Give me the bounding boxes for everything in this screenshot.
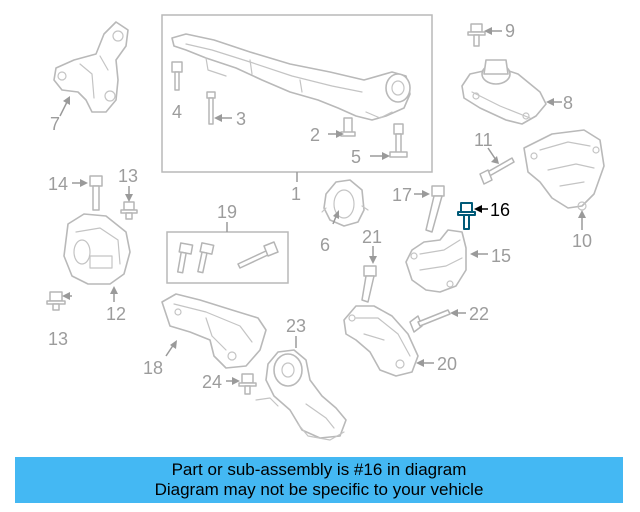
part-21-bolt — [361, 265, 377, 303]
part-23-mount — [255, 349, 347, 441]
part-14-bolt — [89, 175, 103, 211]
callout-18: 18 — [143, 358, 163, 378]
banner-line-2: Diagram may not be specific to your vehi… — [154, 480, 484, 499]
callout-16: 16 — [490, 200, 510, 220]
callout-17: 17 — [392, 185, 412, 205]
callout-11: 11 — [474, 130, 493, 150]
callout-2: 2 — [310, 125, 320, 145]
part-12-mount — [63, 213, 131, 285]
callout-13-lower: 13 — [48, 329, 68, 349]
callout-15: 15 — [491, 246, 511, 266]
callout-1: 1 — [291, 184, 301, 204]
part-18-bracket — [161, 293, 267, 369]
part-16-bolt — [457, 202, 476, 230]
part-20-bracket — [343, 305, 419, 377]
info-banner: Part or sub-assembly is #16 in diagram D… — [15, 457, 623, 503]
part-10-bracket — [523, 129, 605, 211]
callout-10: 10 — [572, 231, 592, 251]
part-15-mount — [405, 229, 467, 293]
callout-19: 19 — [217, 202, 237, 222]
callout-3: 3 — [236, 109, 246, 129]
callout-7: 7 — [50, 114, 60, 134]
part-9-bolt — [467, 23, 486, 47]
callout-8: 8 — [563, 93, 573, 113]
callout-13-upper: 13 — [118, 166, 138, 186]
crossmember — [171, 33, 411, 121]
callout-23: 23 — [286, 316, 306, 336]
parts-diagram: 1 4 3 2 5 — [46, 14, 605, 441]
callout-4: 4 — [172, 102, 182, 122]
callout-12: 12 — [106, 304, 126, 324]
part-17-bolt — [425, 185, 445, 233]
part-3-bolt — [206, 91, 216, 125]
callout-6: 6 — [320, 235, 330, 255]
part-5-bolt — [389, 123, 408, 158]
part-19-bolts — [176, 241, 279, 274]
part-2-bolt — [340, 117, 356, 137]
part-11-bolt — [479, 157, 515, 185]
part-7-bracket — [53, 21, 129, 113]
callout-9: 9 — [505, 21, 515, 41]
part-13-bolt-lower — [46, 291, 66, 311]
callout-20: 20 — [437, 354, 457, 374]
callout-24: 24 — [202, 372, 222, 392]
callout-5: 5 — [351, 147, 361, 167]
callout-14: 14 — [48, 174, 68, 194]
callout-21: 21 — [362, 227, 382, 247]
part-8-mount — [461, 59, 547, 125]
part-4-bolt — [171, 61, 183, 91]
part-13-bolt-upper — [120, 201, 138, 220]
part-6-mount — [321, 179, 369, 227]
banner-line-1: Part or sub-assembly is #16 in diagram — [171, 460, 467, 479]
part-24-bolt — [238, 373, 257, 395]
part-22-bolt — [409, 309, 451, 333]
callout-22: 22 — [469, 304, 489, 324]
